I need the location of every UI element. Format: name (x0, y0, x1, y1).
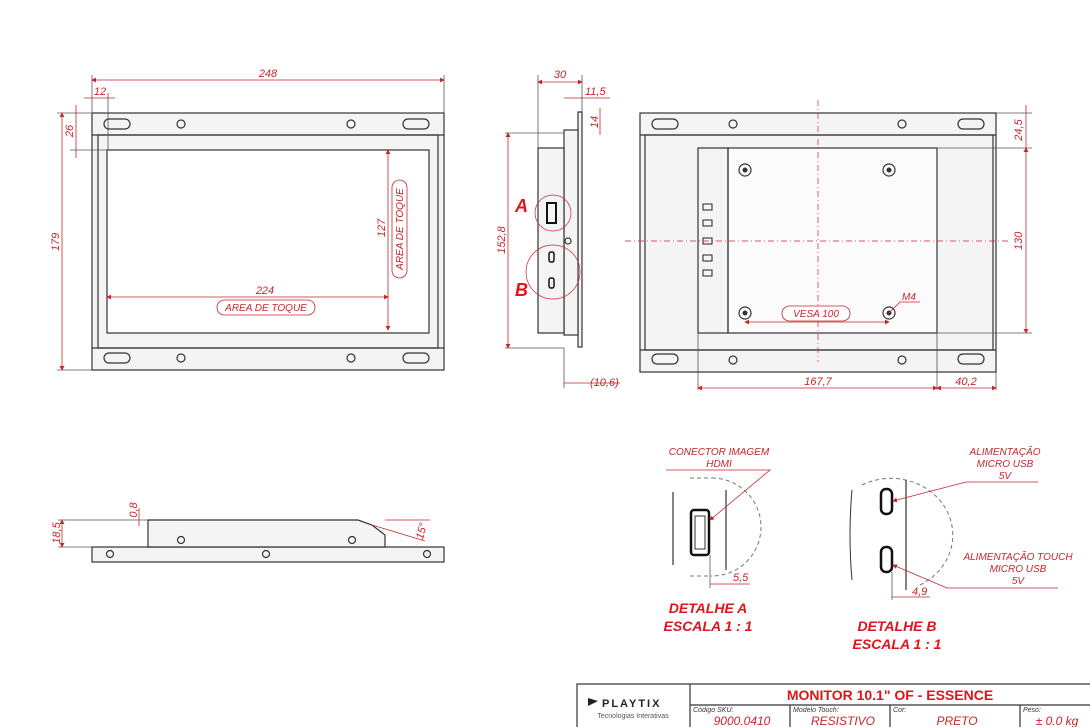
detail-b-callout1-line3: 5V (999, 471, 1013, 482)
dim-width: 248 (258, 68, 278, 80)
touch-area-label-v: AREA DE TOQUE (395, 188, 406, 271)
dim-touch-height: 127 (376, 218, 388, 237)
field-weight-value: ± 0.0 kg (1036, 714, 1079, 727)
detail-b-callout2-line3: 5V (1012, 576, 1026, 587)
dim-right: 40,2 (955, 376, 976, 388)
dim-front: (10,6) (590, 377, 619, 389)
front-view: 248 12 26 179 224 AREA DE TOQUE 127 AREA… (50, 68, 445, 371)
field-sku-label: Código SKU: (693, 707, 734, 714)
detail-a: CONECTOR IMAGEM HDMI 5,5 DETALHE A ESCAL… (664, 447, 772, 634)
dim-flange: 11,5 (585, 86, 606, 98)
dim-gap: 0,8 (128, 501, 140, 517)
field-touch-label: Modelo Touch: (793, 707, 839, 714)
detail-b: ALIMENTAÇÃO MICRO USB 5V ALIMENTAÇÃO TOU… (849, 445, 1073, 652)
detail-b-scale: ESCALA 1 : 1 (853, 636, 942, 652)
detail-b-callout2-line1: ALIMENTAÇÃO TOUCH (962, 550, 1073, 563)
detail-b-callout1-line2: MICRO USB (977, 459, 1034, 470)
detail-a-dim: 5,5 (733, 572, 749, 584)
dim-height: 179 (50, 233, 62, 251)
logo-name: PLAYTIX (602, 698, 661, 710)
rear-view: VESA 100 M4 24,5 130 167,7 40,2 (625, 100, 1032, 391)
detail-b-marker: B (515, 280, 528, 300)
detail-b-callout1-line1: ALIMENTAÇÃO (969, 445, 1041, 458)
field-sku-value: 9000.0410 (714, 714, 771, 727)
vesa-label: VESA 100 (793, 309, 839, 320)
dim-top: 24,5 (1013, 118, 1025, 141)
dim-touch-width: 224 (255, 285, 274, 297)
detail-b-title: DETALHE B (857, 618, 936, 634)
dim-depth: 30 (554, 69, 567, 81)
detail-a-callout-line1: CONECTOR IMAGEM (669, 447, 770, 458)
detail-a-title: DETALHE A (669, 600, 748, 616)
field-color-label: Cor: (893, 707, 906, 714)
field-touch-value: RESISTIVO (811, 714, 875, 727)
dim-vesa-h: 130 (1013, 231, 1025, 250)
touch-area-label-h: AREA DE TOQUE (224, 303, 307, 314)
detail-a-marker: A (514, 196, 528, 216)
detail-a-callout-line2: HDMI (706, 459, 732, 470)
bottom-view: 18,5 0,8 15° (51, 501, 445, 563)
dim-offset-y: 26 (64, 124, 76, 138)
dim-angle: 15° (414, 521, 430, 541)
field-weight-label: Peso: (1023, 707, 1041, 714)
detail-b-dim: 4,9 (912, 586, 927, 598)
logo-tagline: Tecnologias Interativas (597, 713, 669, 720)
drawing-title: MONITOR 10.1" OF - ESSENCE (787, 687, 993, 703)
dim-flange-h: 14 (589, 116, 601, 128)
title-block: PLAYTIX Tecnologias Interativas MONITOR … (576, 683, 1090, 727)
side-view: A B 30 11,5 14 152,8 (10,6) (496, 69, 620, 389)
dim-bottom-height: 18,5 (51, 521, 63, 543)
dim-offset-x: 12 (94, 86, 106, 98)
field-color-value: PRETO (936, 714, 977, 727)
screw-label: M4 (902, 292, 916, 303)
vesa-screw-holes (738, 163, 896, 320)
dim-body-h: 152,8 (496, 225, 508, 253)
detail-b-callout2-line2: MICRO USB (990, 564, 1047, 575)
detail-a-scale: ESCALA 1 : 1 (664, 618, 753, 634)
playtix-logo: PLAYTIX Tecnologias Interativas (588, 698, 669, 720)
dim-left: 167,7 (804, 376, 832, 388)
